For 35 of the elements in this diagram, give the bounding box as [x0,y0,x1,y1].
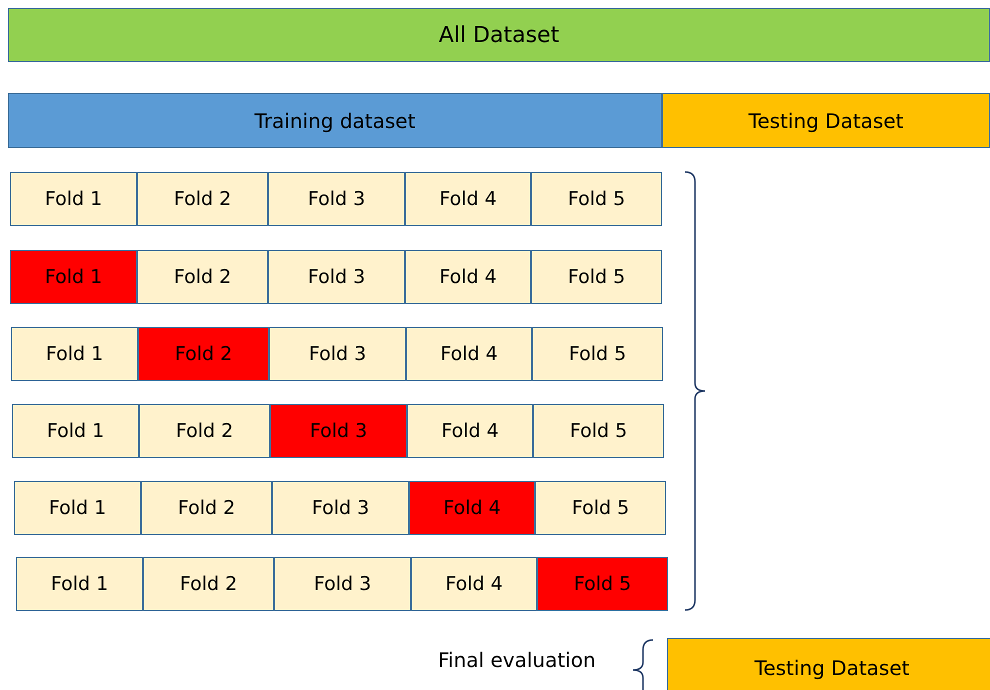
test-fold-segment: Fold 5 [537,557,668,611]
fold-segment: Fold 1 [12,404,139,458]
fold-segment: Fold 5 [532,327,663,381]
test-fold-segment: Fold 2 [138,327,269,381]
fold-segment: Fold 1 [14,481,141,535]
annotation-text: Final evaluation [438,648,596,672]
test-fold-segment: Fold 4 [409,481,535,535]
fold-segment: Fold 2 [137,250,268,304]
fold-segment: Fold 4 [411,557,537,611]
dataset-bar: Testing Dataset [662,93,990,148]
fold-segment: Fold 2 [143,557,274,611]
fold-segment: Fold 4 [406,327,532,381]
test-fold-segment: Fold 3 [270,404,407,458]
fold-segment: Fold 2 [141,481,272,535]
fold-segment: Fold 2 [137,172,268,226]
fold-segment: Fold 3 [269,327,406,381]
fold-segment: Fold 3 [268,250,405,304]
fold-segment: Fold 5 [531,172,662,226]
fold-segment: Fold 1 [11,327,138,381]
fold-segment: Fold 4 [405,250,531,304]
fold-segment: Fold 5 [535,481,666,535]
fold-segment: Fold 4 [407,404,533,458]
fold-segment: Fold 2 [139,404,270,458]
fold-segment: Fold 3 [274,557,411,611]
dataset-bar: All Dataset [8,8,990,62]
fold-segment: Fold 5 [531,250,662,304]
test-fold-segment: Fold 1 [10,250,137,304]
fold-segment: Fold 4 [405,172,531,226]
dataset-bar: Training dataset [8,93,662,148]
fold-segment: Fold 3 [272,481,409,535]
fold-segment: Fold 1 [16,557,143,611]
fold-segment: Fold 3 [268,172,405,226]
fold-segment: Fold 5 [533,404,664,458]
fold-segment: Fold 1 [10,172,137,226]
dataset-bar: Testing Dataset [667,638,990,690]
